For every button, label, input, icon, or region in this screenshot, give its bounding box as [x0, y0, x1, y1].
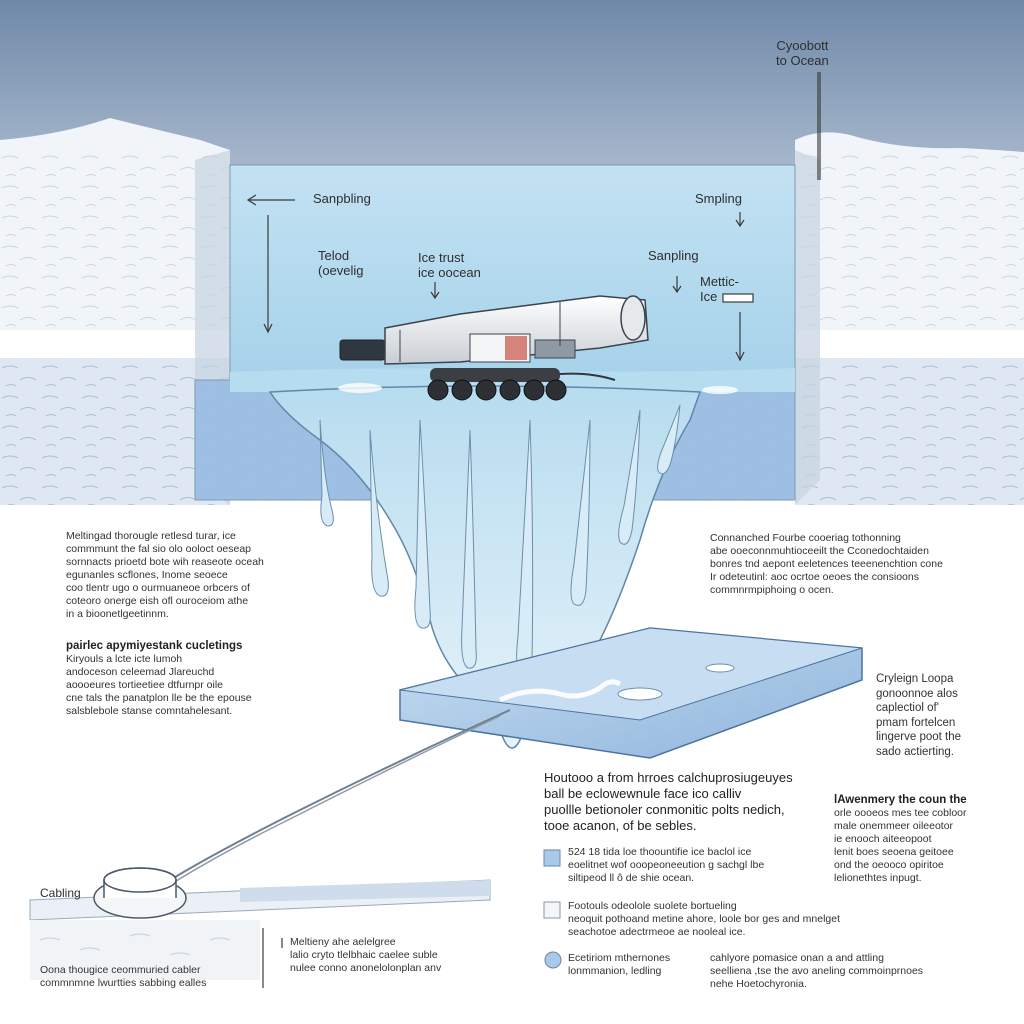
text-line: siltipeod ll ô de shie ocean.	[568, 872, 695, 884]
legend-entry-1: 524 18 tida loe thoountifie ice baclol i…	[568, 846, 764, 885]
text-line: abe ooeconnmuhtioceeilt the Cconedochtai…	[710, 545, 929, 557]
paragraph-bottom-mid: Meltieny ahe aelelgree lalio cryto tlelb…	[290, 936, 441, 975]
text-line: Kiryouls a lcte icte lumoh	[66, 653, 183, 665]
text-line: lelionethtes inpugt.	[834, 872, 922, 884]
mettic-line-2: Ice	[700, 289, 718, 304]
legend-swatch-meltwater	[543, 849, 561, 867]
text-heading: pairlec apymiyestank cucletings	[66, 640, 243, 652]
legend-swatch-sample	[544, 951, 562, 969]
mettic-line-1: Mettic-	[700, 274, 739, 289]
text-line: bonres tnd aepont eeletences teeenenchti…	[710, 558, 943, 570]
text-line: lingerve poot the	[876, 731, 962, 743]
paragraph-left-top: Meltingad thorougle retlesd turar, ice c…	[66, 530, 264, 621]
ice-trust-line-1: Ice trust	[418, 250, 465, 265]
telod-label: Telod (oevelig	[318, 248, 364, 278]
text-line: orle oooeos mes tee cobloor	[834, 807, 967, 819]
text-line: ball be eclowewnule face ico calliv	[544, 786, 742, 801]
sampling-left-label: Sanpbling	[313, 191, 371, 206]
text-line: Meltieny ahe aelelgree	[290, 936, 396, 948]
title-line-1: Cyoobott	[776, 38, 829, 53]
text-line: puollle betionoler conmonitic polts nedi…	[544, 802, 785, 817]
title-line-2: to Ocean	[776, 53, 829, 68]
text-line: tooe acanon, of be sebles.	[544, 818, 697, 833]
text-line: coo tlentr ugo o ourmuaneoe orbcers of	[66, 582, 250, 594]
ice-trust-label: Ice trust ice oocean	[418, 250, 481, 280]
text-line: egunanles scflones, Inome seoece	[66, 569, 228, 581]
paragraph-right-top: Connanched Fourbe cooeriag tothonning ab…	[710, 532, 943, 597]
cryobot	[339, 295, 649, 401]
sampling-right-label: Smpling	[695, 191, 742, 206]
text-line: lenit boes seoena geitoee	[834, 846, 954, 858]
text-line: Meltingad thorougle retlesd turar, ice	[66, 530, 236, 542]
ice-shelf-left	[0, 118, 230, 505]
text-line: nulee conno anonelolonplan anv	[290, 962, 442, 974]
text-heading: lAwenmery the coun the	[834, 794, 967, 806]
text-line: male onemmeer oileeotor	[834, 820, 954, 832]
text-line: caplectiol of'	[876, 702, 939, 714]
text-line: andoceson celeemad Jlareuchd	[66, 666, 215, 678]
text-line: sado actierting.	[876, 745, 954, 758]
ice-shelf-right	[795, 132, 1024, 505]
legend-swatch-probe	[543, 901, 561, 919]
annotation-lines	[246, 72, 821, 988]
text-line: lalio cryto tlelbhaic caelee suble	[290, 949, 438, 961]
ice-slab	[399, 627, 863, 759]
text-line: neoquit pothoand metine ahore, loole bor…	[568, 913, 841, 925]
cabling-label: Cabling	[40, 886, 81, 900]
text-line: commnrmpiphoing o ocen.	[710, 584, 834, 596]
text-line: eoelitnet wof ooopeoneeution g sachgl lb…	[568, 859, 765, 871]
text-line: commnmne lwurtties sabbing ealles	[40, 977, 207, 989]
text-line: in a bioonetlgeetinnm.	[66, 608, 169, 620]
ground-station	[93, 867, 187, 919]
text-line: cne tals the panatplon lle be the epouse	[66, 692, 252, 704]
sampling-mid-label: Sanpling	[648, 248, 699, 263]
text-line: aoooeures tortieetiee dtfurnpr oile	[66, 679, 224, 691]
text-line: ie enooch aiteeopoot	[834, 833, 932, 845]
text-line: ond the oeooco opiritoe	[834, 859, 944, 871]
legend-entry-3-detail: cahlyore pomasice onan a and attling see…	[710, 952, 923, 991]
text-line: commmunt the fal sio olo ooloct oeseap	[66, 543, 252, 555]
text-line: nehe Hoetochyronia.	[710, 978, 807, 990]
title-label: Cyoobott to Ocean	[776, 38, 829, 68]
paragraph-center: Houtooo a from hrroes calchuprosiugeuyes…	[544, 770, 793, 834]
mettic-label: Mettic- Ice	[700, 274, 739, 304]
text-line: Ecetiriom mthernones	[568, 952, 671, 964]
text-line: Houtooo a from hrroes calchuprosiugeuyes	[544, 770, 793, 785]
tether-cable	[164, 709, 511, 889]
paragraph-right-mid: Cryleign Loopa gonoonnoe alos caplectiol…	[876, 672, 961, 759]
text-line: Ir odeteutinl: aoc ocrtoe oeoes the cons…	[710, 571, 919, 583]
text-line: Footouls odeolole suolete bortueling	[568, 900, 737, 912]
text-line: gonoonnoe alos	[876, 687, 958, 700]
paragraph-right-lower: lAwenmery the coun the orle oooeos mes t…	[834, 794, 967, 885]
legend-entry-3: Ecetiriom mthernones lonmmanion, ledling	[568, 952, 670, 978]
text-line: 524 18 tida loe thoountifie ice baclol i…	[568, 846, 752, 858]
telod-line-1: Telod	[318, 248, 350, 263]
text-line: seachotoe adectrmeoe ae nooleal ice.	[568, 926, 746, 938]
legend-entry-2: Footouls odeolole suolete bortueling neo…	[568, 900, 840, 939]
paragraph-bottom-left: Oona thougice ceommuried cabler commnmne…	[40, 964, 206, 990]
text-line: salsblebole stanse comntahelesant.	[66, 705, 233, 717]
paragraph-left-mid: pairlec apymiyestank cucletings Kiryouls…	[66, 640, 252, 718]
text-line: lonmmanion, ledling	[568, 965, 662, 977]
text-line: pmam fortelcen	[876, 716, 956, 729]
text-line: Connanched Fourbe cooeriag tothonning	[710, 532, 901, 544]
telod-line-2: (oevelig	[318, 263, 364, 278]
text-line: Oona thougice ceommuried cabler	[40, 964, 201, 976]
text-line: sornnacts prioetd bote wih reaseote ocea…	[66, 556, 264, 568]
text-line: coteoro onerge eish ofl ouroceiom athe	[66, 595, 249, 607]
meltwater-cascade	[268, 383, 738, 749]
text-line: cahlyore pomasice onan a and attling	[710, 952, 884, 964]
ice-trust-line-2: ice oocean	[418, 265, 481, 280]
text-line: Cryleign Loopa	[876, 673, 954, 685]
text-line: seelliena ,tse the avo aneling commoinpr…	[710, 965, 924, 977]
